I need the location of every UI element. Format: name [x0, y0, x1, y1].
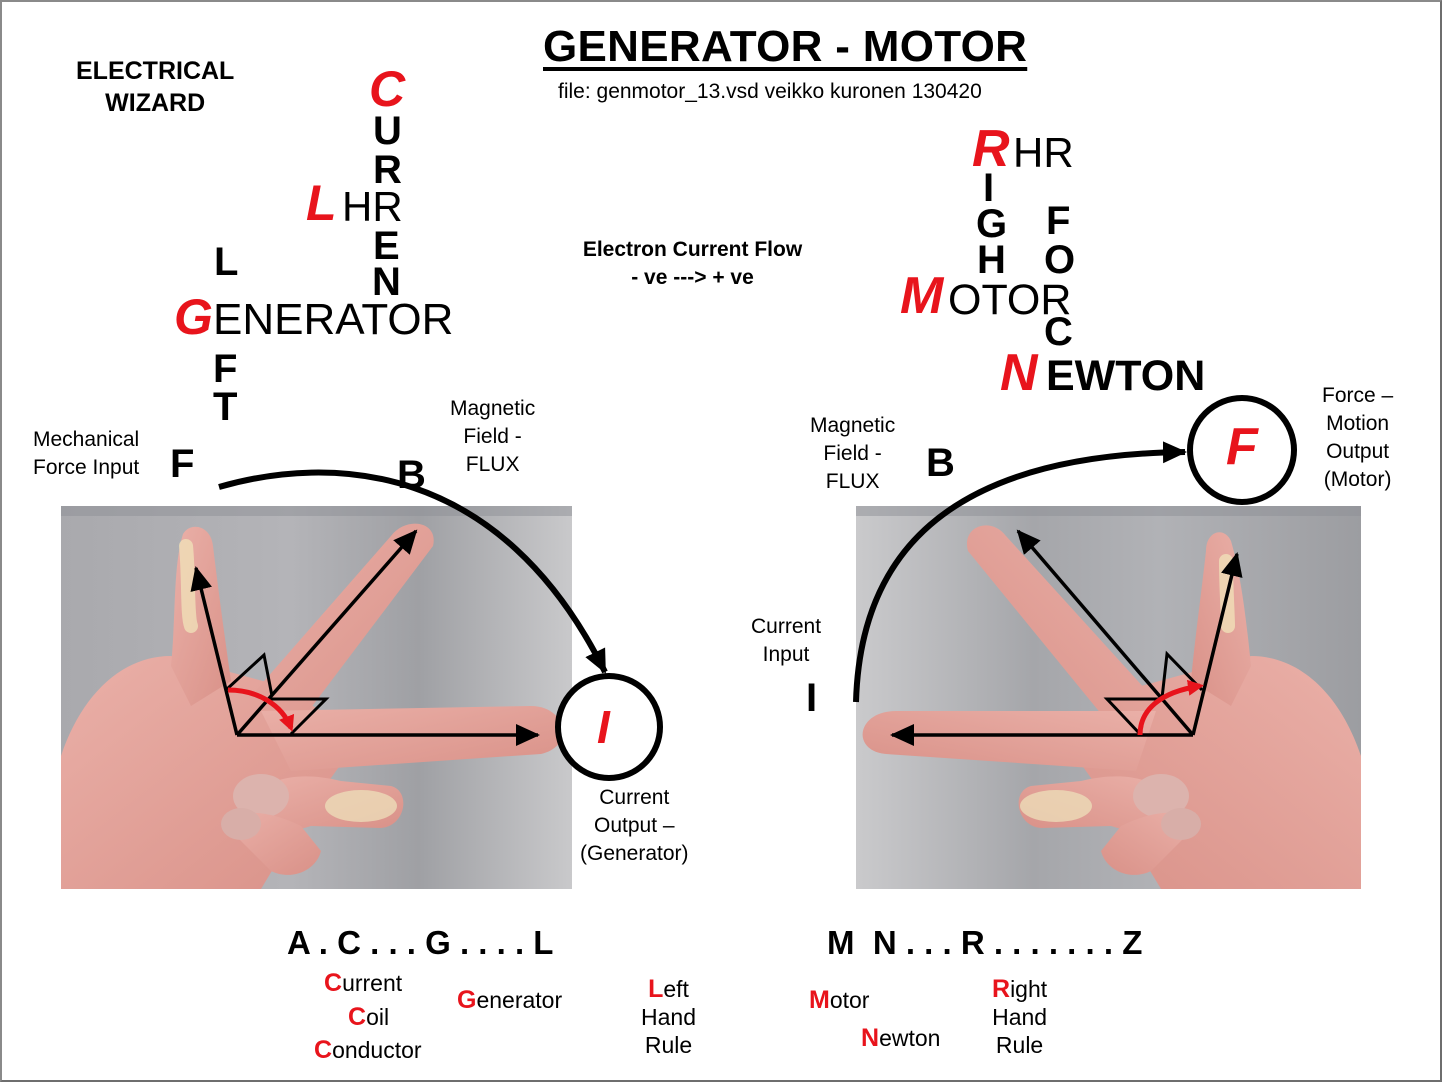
- brand-label: ELECTRICAL WIZARD: [76, 55, 234, 119]
- word-current: Current: [324, 969, 402, 997]
- electron-flow-direction: - ve ---> + ve: [631, 266, 754, 289]
- magnetic-field-label: Magnetic Field - FLUX: [810, 412, 895, 496]
- word-line: Rule: [995, 1032, 1044, 1058]
- newton-initial: N: [1000, 344, 1038, 402]
- field-symbol: B: [397, 453, 426, 497]
- force-letter: C: [1044, 310, 1073, 354]
- magnetic-field-label: Magnetic Field - FLUX: [450, 395, 535, 479]
- current-input-symbol: I: [806, 676, 818, 720]
- word-line: Hand: [641, 1004, 696, 1030]
- right-letter: H: [977, 238, 1006, 282]
- word-initial: G: [457, 986, 477, 1014]
- word-initial: N: [861, 1024, 880, 1052]
- word-rest: ight: [1010, 976, 1048, 1002]
- left-hand-photo: [61, 506, 572, 889]
- mechanical-force-label: Mechanical Force Input: [33, 426, 139, 482]
- current-letter: N: [372, 260, 401, 304]
- word-line: Hand: [992, 1004, 1048, 1030]
- word-newton: Newton: [861, 1024, 940, 1052]
- current-output-label: Current Output – (Generator): [580, 784, 689, 868]
- label-line: Current: [751, 615, 822, 638]
- force-letter: F: [1046, 199, 1071, 243]
- word-rest: oil: [366, 1004, 390, 1030]
- left-letter: L: [214, 240, 239, 284]
- word-rest: enerator: [476, 987, 563, 1013]
- newton-rest: EWTON: [1046, 352, 1206, 400]
- label-line: Field -: [463, 425, 522, 448]
- word-rest: ewton: [879, 1025, 941, 1051]
- generator-initial: G: [174, 289, 213, 345]
- word-initial: C: [314, 1036, 333, 1064]
- word-conductor: Conductor: [314, 1036, 422, 1064]
- word-initial: C: [348, 1003, 367, 1031]
- word-initial: R: [992, 975, 1011, 1003]
- brand-line-2: WIZARD: [105, 89, 206, 117]
- rhr-rest: HR: [1013, 129, 1074, 176]
- current-letter: U: [373, 109, 402, 153]
- label-line: Output: [1326, 440, 1390, 463]
- motor-rest: OTOR: [948, 276, 1072, 324]
- label-line: (Motor): [1323, 468, 1392, 491]
- lhr-initial: L: [306, 175, 337, 231]
- right-hand-illustration: [856, 506, 1361, 889]
- label-line: FLUX: [465, 453, 520, 476]
- electron-flow-note: Electron Current Flow - ve ---> + ve: [540, 236, 845, 292]
- word-generator: Generator: [457, 986, 562, 1014]
- rhr-initial: R: [972, 120, 1010, 178]
- left-hand-illustration: [61, 506, 572, 889]
- field-symbol: B: [926, 441, 955, 485]
- label-line: Field -: [823, 442, 882, 465]
- current-letter: R: [373, 148, 402, 192]
- current-initial-letter: C: [369, 61, 406, 117]
- current-letter: E: [373, 224, 400, 268]
- label-line: Input: [762, 643, 810, 666]
- label-line: Force Input: [33, 456, 140, 479]
- word-initial: M: [809, 986, 830, 1014]
- word-rest: otor: [829, 987, 870, 1013]
- alphabet-row-left: A . C . . . G . . . . L: [287, 924, 554, 961]
- generator-rest: ENERATOR: [213, 295, 454, 344]
- file-info: file: genmotor_13.vsd veikko kuronen 130…: [558, 80, 982, 103]
- lhr-rest: HR: [342, 183, 403, 230]
- label-line: FLUX: [825, 470, 880, 493]
- word-motor: Motor: [809, 986, 869, 1014]
- electron-flow-title: Electron Current Flow: [582, 238, 803, 261]
- force-letter: O: [1044, 238, 1076, 282]
- page-title: GENERATOR - MOTOR: [543, 22, 1028, 71]
- right-letter: I: [983, 166, 995, 210]
- right-letter: G: [976, 202, 1008, 246]
- label-line: Magnetic: [450, 397, 536, 420]
- brand-line-1: ELECTRICAL: [76, 57, 235, 85]
- alphabet-row-right: M N . . . R . . . . . . . Z: [827, 924, 1143, 961]
- left-letter: T: [213, 385, 238, 429]
- word-line: Rule: [644, 1032, 693, 1058]
- label-line: Force –: [1322, 384, 1394, 407]
- motor-initial: M: [900, 267, 944, 325]
- word-initial: C: [324, 969, 343, 997]
- word-left-hand-rule: Left Hand Rule: [641, 975, 696, 1059]
- word-initial: L: [648, 975, 664, 1003]
- label-line: Current: [599, 786, 670, 809]
- force-symbol-red: F: [1226, 418, 1258, 476]
- current-input-label: Current Input: [751, 613, 821, 669]
- word-rest: onductor: [332, 1037, 422, 1063]
- current-symbol-red: I: [597, 701, 610, 753]
- label-line: Motion: [1326, 412, 1390, 435]
- right-hand-photo: [856, 506, 1361, 889]
- label-line: Magnetic: [810, 414, 896, 437]
- word-rest: eft: [663, 976, 689, 1002]
- left-letter: F: [213, 347, 238, 391]
- force-symbol: F: [170, 442, 195, 486]
- word-right-hand-rule: Right Hand Rule: [992, 975, 1047, 1059]
- label-line: Output –: [593, 814, 675, 837]
- word-coil: Coil: [348, 1003, 389, 1031]
- label-line: Mechanical: [33, 428, 140, 451]
- label-line: (Generator): [580, 842, 689, 865]
- word-rest: urrent: [342, 970, 403, 996]
- force-motion-output-label: Force – Motion Output (Motor): [1322, 382, 1393, 494]
